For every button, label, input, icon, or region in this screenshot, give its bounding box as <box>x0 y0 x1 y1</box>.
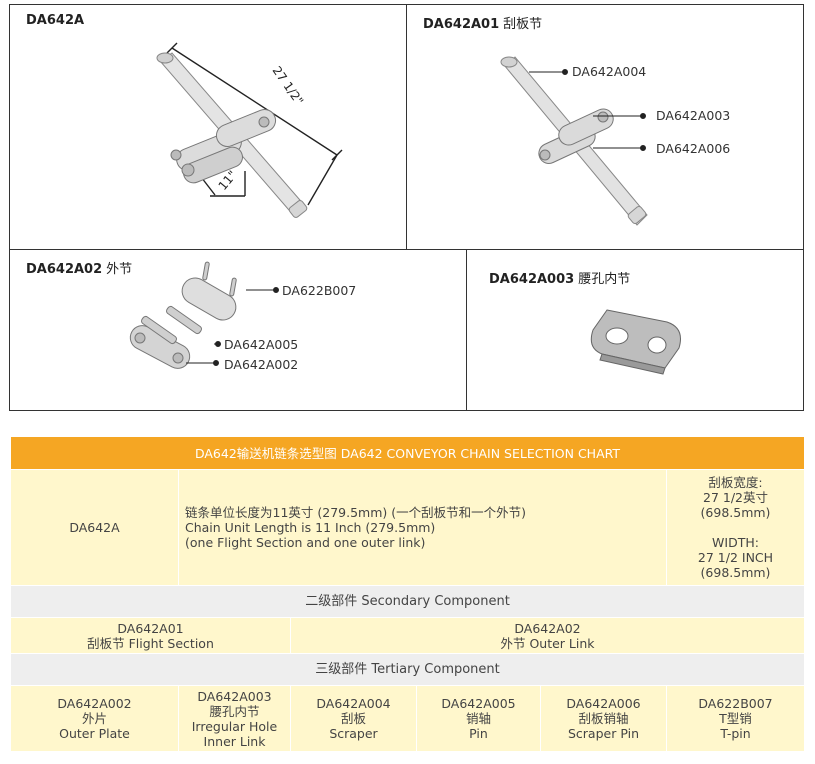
secondary-outer-link: DA642A02 外节 Outer Link <box>290 617 805 654</box>
table-row-tertiary-title: 三级部件 Tertiary Component <box>10 653 805 686</box>
main-width: 刮板宽度: 27 1/2英寸 (698.5mm) WIDTH: 27 1/2 I… <box>666 469 805 586</box>
callout-pin: DA642A005 <box>224 337 299 352</box>
flight-section-drawing <box>500 56 648 226</box>
table-row-main: DA642A 链条单位长度为11英寸 (279.5mm) (一个刮板节和一个外节… <box>10 469 805 586</box>
table-row-secondary: DA642A01 刮板节 Flight Section DA642A02 外节 … <box>10 617 805 654</box>
callout-outer-plate: DA642A002 <box>224 357 299 372</box>
dim-length-label: 27 1/2" <box>270 64 307 108</box>
main-model: DA642A <box>10 469 179 586</box>
table-title: DA642输送机链条选型图 DA642 CONVEYOR CHAIN SELEC… <box>10 436 805 470</box>
selection-chart-table: DA642输送机链条选型图 DA642 CONVEYOR CHAIN SELEC… <box>10 436 805 752</box>
callout-scraper: DA642A004 <box>572 64 647 79</box>
table-header-row: DA642输送机链条选型图 DA642 CONVEYOR CHAIN SELEC… <box>10 436 805 470</box>
secondary-flight-section: DA642A01 刮板节 Flight Section <box>10 617 291 654</box>
panel-assembly: DA642A 27 1/2" 11" <box>9 4 407 250</box>
callout-t-pin: DA622B007 <box>282 283 357 298</box>
inner-link-drawing <box>590 309 681 375</box>
table-row-secondary-title: 二级部件 Secondary Component <box>10 585 805 618</box>
main-description: 链条单位长度为11英寸 (279.5mm) (一个刮板节和一个外节) Chain… <box>178 469 667 586</box>
assembly-drawing: 27 1/2" 11" <box>156 42 343 218</box>
panel-title: DA642A <box>26 13 85 28</box>
outer-link-drawing <box>129 261 279 369</box>
callout-inner-link: DA642A003 <box>656 108 731 123</box>
callout-scraper-pin: DA642A006 <box>656 141 731 156</box>
